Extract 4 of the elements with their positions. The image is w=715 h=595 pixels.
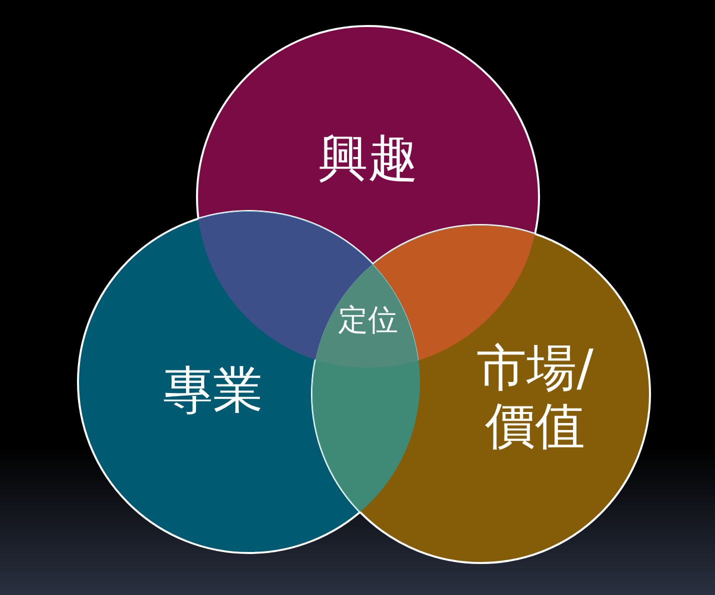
circle-label: 市場/價值 <box>476 340 594 455</box>
center-label: 定位 <box>337 304 399 338</box>
circle-label: 專業 <box>162 362 264 420</box>
circle-label: 興趣 <box>317 130 419 188</box>
